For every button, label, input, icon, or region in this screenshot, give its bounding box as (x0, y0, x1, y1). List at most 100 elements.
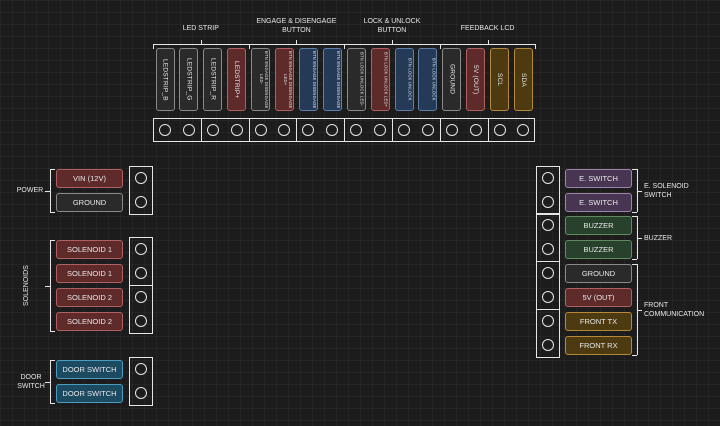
top-connector-pin (206, 124, 219, 136)
left-connector-power (129, 166, 153, 215)
top-group-bracket-mid (392, 40, 393, 44)
top-pin-text: BTN ENGAGE DISENGAGE LED+ (283, 50, 293, 109)
top-connector-pin (326, 124, 339, 136)
top-pin-text: BTN LOCK UNLOCK LED+ (383, 51, 389, 108)
top-pin-text: SDA (520, 72, 527, 87)
top-pin-text: LEDSTRIP_R (209, 58, 217, 101)
top-group-label-led_strip: LED STRIP (182, 25, 219, 32)
top-pin-label: LEDSTRIP_B (155, 48, 175, 111)
right-connector-pin (542, 196, 554, 208)
top-pin-text: BTN LOCK UNLOCK (431, 58, 437, 101)
right-title-buzzer: BUZZER (644, 235, 672, 242)
left-bracket-door (50, 360, 51, 403)
left-connector-pin (135, 243, 147, 255)
top-pin-text: LEDSTRIP+ (233, 60, 241, 99)
top-pin-text: BTN ENGAGE DISENGAGE (311, 50, 317, 109)
top-pin-label: SCL (490, 48, 510, 111)
top-group-bracket (248, 44, 345, 45)
top-connector-pin (254, 124, 267, 136)
top-pin-text: LEDSTRIP_B (161, 58, 169, 101)
right-bracket-bot (632, 212, 637, 213)
right-connector-pin (542, 243, 554, 255)
top-connector-pin (230, 124, 243, 136)
top-connector-divider (200, 118, 202, 142)
top-connector-pin (158, 124, 171, 136)
left-connector-divider (129, 285, 153, 286)
right-pin-label-front: FRONT TX (565, 312, 632, 331)
top-pin-text: LEDSTRIP_G (185, 58, 193, 101)
left-pin-label-door: DOOR SWITCH (56, 384, 123, 403)
top-group-bracket (344, 44, 440, 45)
top-pin-text: BTN LOCK UNLOCK (407, 58, 413, 101)
top-pin-text: SCL (496, 72, 504, 87)
top-connector-pin (493, 124, 506, 136)
left-connector-pin (135, 363, 147, 375)
top-pin-label: LEDSTRIP+ (227, 48, 247, 111)
left-pin-label-power: VIN (12V) (56, 169, 123, 188)
right-bracket-top (632, 264, 637, 265)
left-pin-label-solenoids: SOLENOID 2 (56, 312, 123, 331)
right-pin-label-front: 5V (OUT) (565, 288, 632, 307)
top-group-bracket (439, 44, 536, 45)
left-bracket-mid (45, 381, 50, 383)
left-bracket-bot (50, 331, 55, 332)
left-connector-pin (135, 196, 147, 208)
top-pin-label: LEDSTRIP_R (203, 48, 223, 111)
left-bracket-mid (45, 190, 50, 192)
right-bracket-bot (632, 259, 637, 260)
right-connector-divider (536, 309, 560, 310)
left-bracket-power (50, 169, 51, 212)
right-connector-pin (542, 172, 554, 184)
right-pin-label-esw: E. SWITCH (565, 169, 632, 188)
left-pin-label-solenoids: SOLENOID 1 (56, 264, 123, 283)
right-connector-pin (542, 219, 554, 231)
left-bracket-top (50, 169, 55, 170)
top-group-bracket-mid (487, 40, 489, 44)
top-connector-divider (248, 118, 250, 142)
right-bracket-mid (637, 190, 642, 192)
right-bracket-top (632, 169, 637, 170)
top-pin-text: 5V (OUT) (472, 64, 480, 95)
right-bracket-mid (637, 237, 642, 239)
left-bracket-bot (50, 403, 55, 404)
left-pin-label-door: DOOR SWITCH (56, 360, 123, 379)
top-group-bracket (153, 44, 249, 45)
left-pin-label-solenoids: SOLENOID 1 (56, 240, 123, 259)
left-bracket-mid (45, 285, 50, 287)
left-bracket-solenoids (50, 240, 51, 331)
top-connector-divider (439, 118, 441, 142)
left-connector-pin (135, 315, 147, 327)
top-connector-pin (397, 124, 410, 136)
top-connector-pin (350, 124, 363, 136)
left-connector-pin (135, 387, 147, 399)
top-connector-pin (469, 124, 482, 136)
top-connector-pin (278, 124, 291, 136)
left-pin-label-solenoids: SOLENOID 2 (56, 288, 123, 307)
top-group-bracket-left (344, 44, 346, 49)
right-bracket-top (632, 216, 637, 217)
top-connector-pin (517, 124, 530, 136)
right-pin-label-buzzer: BUZZER (565, 216, 632, 235)
right-connector-esw (536, 166, 560, 215)
right-pin-label-esw: E. SWITCH (565, 193, 632, 212)
top-pin-label: BTN LOCK UNLOCK LED+ (370, 48, 390, 111)
top-group-bracket-right (535, 44, 537, 49)
top-pin-text: BTN ENGAGE DISENGAGE LED- (259, 50, 270, 109)
left-pin-label-power: GROUND (56, 193, 123, 212)
top-pin-text: GROUND (448, 64, 456, 95)
right-bracket-bot (632, 355, 637, 356)
top-pin-label: BTN ENGAGE DISENGAGE LED+ (275, 48, 294, 111)
right-connector-pin (542, 339, 554, 351)
top-group-bracket-left (153, 44, 154, 49)
left-bracket-top (50, 360, 55, 361)
top-pin-label: BTN LOCK UNLOCK (418, 48, 438, 111)
top-group-bracket-mid (200, 40, 202, 44)
top-group-bracket-left (248, 44, 250, 49)
right-pin-label-front: GROUND (565, 264, 632, 283)
top-pin-label: BTN ENGAGE DISENGAGE LED- (251, 48, 271, 111)
left-title-solenoids: SOLENOIDS (23, 265, 30, 306)
left-connector-pin (135, 267, 147, 279)
